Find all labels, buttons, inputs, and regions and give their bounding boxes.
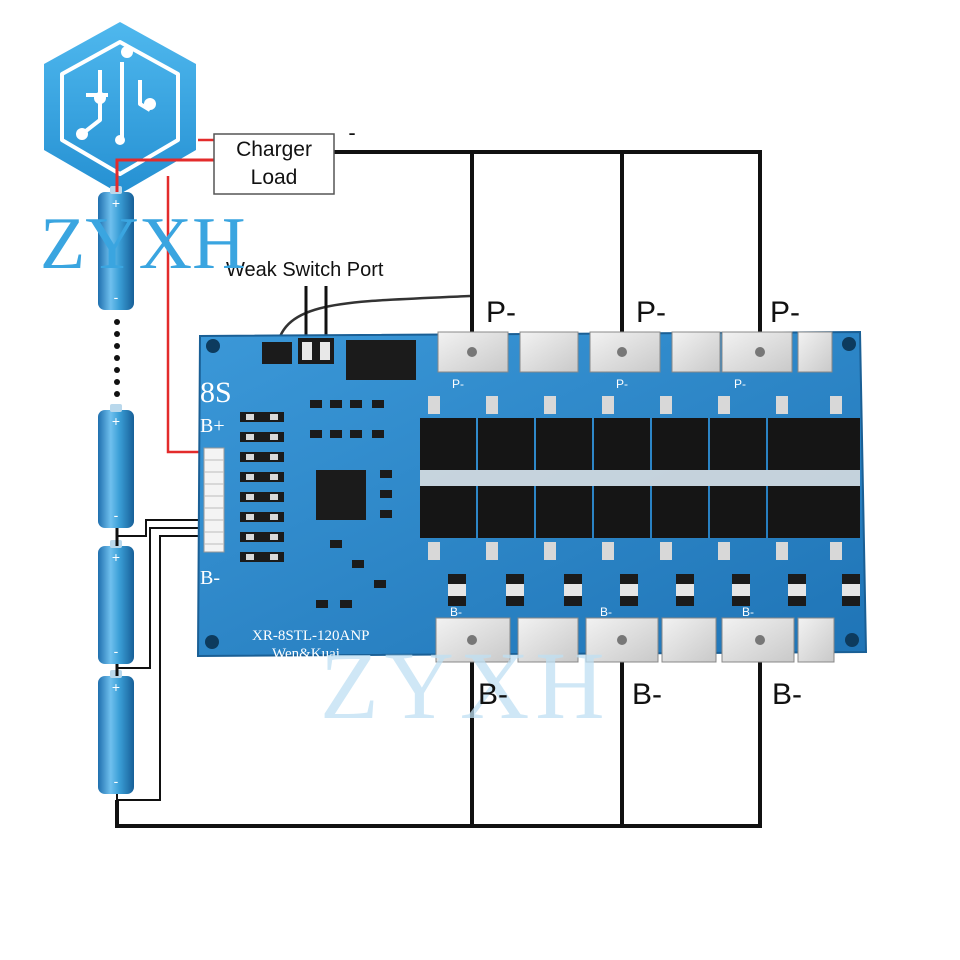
cell-count-label: 8S bbox=[200, 376, 232, 409]
pad-p-silk: P- bbox=[734, 377, 746, 391]
p-terminal-labels: P- P- P- bbox=[486, 296, 800, 329]
weak-switch-port-label: Weak Switch Port bbox=[226, 259, 384, 281]
charger-load-box: Charger Load - bbox=[213, 120, 356, 195]
b-plus-silk: B+ bbox=[200, 415, 225, 437]
battery-cell: + - bbox=[98, 540, 134, 664]
p-minus-pads bbox=[437, 331, 833, 373]
pad-b-silk: B- bbox=[742, 605, 754, 619]
balance-wire-bplus bbox=[166, 176, 210, 454]
b-minus-pads bbox=[435, 617, 835, 663]
pad-b-silk: B- bbox=[600, 605, 612, 619]
pad-p-silk: P- bbox=[452, 377, 464, 391]
charger-minus-label: - bbox=[348, 120, 355, 145]
pad-p-silk: P- bbox=[616, 377, 628, 391]
bms-board: 8S B+ B- XR-8STL-120ANP Wen&Kuai P- P- P… bbox=[196, 330, 868, 663]
svg-text:+: + bbox=[112, 413, 120, 429]
b-minus-bus bbox=[115, 640, 762, 828]
b-minus-label: B- bbox=[478, 678, 508, 711]
logo bbox=[44, 22, 196, 194]
svg-text:+: + bbox=[112, 679, 120, 695]
charger-label: Charger bbox=[236, 138, 312, 161]
b-minus-label: B- bbox=[772, 678, 802, 711]
maker-silk: Wen&Kuai bbox=[272, 646, 340, 662]
battery-cell: + - bbox=[98, 186, 134, 310]
positive-wire bbox=[115, 158, 214, 192]
p-minus-label: P- bbox=[770, 296, 800, 329]
p-minus-label: P- bbox=[486, 296, 516, 329]
battery-pack: + - + - + - + - bbox=[98, 186, 134, 794]
cell-minus-label: - bbox=[114, 289, 119, 305]
b-minus-silk: B- bbox=[200, 567, 220, 589]
p-minus-label: P- bbox=[636, 296, 666, 329]
svg-text:-: - bbox=[114, 507, 119, 523]
logo-text: ZYXH bbox=[40, 203, 246, 285]
battery-cell: + - bbox=[98, 404, 134, 528]
model-silk: XR-8STL-120ANP bbox=[252, 628, 370, 644]
battery-cell: + - bbox=[98, 670, 134, 794]
p-minus-bus bbox=[334, 150, 762, 352]
weak-switch-leads bbox=[304, 286, 328, 340]
svg-text:+: + bbox=[112, 549, 120, 565]
mosfet-array bbox=[420, 418, 860, 538]
svg-text:-: - bbox=[114, 643, 119, 659]
b-terminal-labels: B- B- B- bbox=[478, 678, 802, 711]
svg-text:-: - bbox=[114, 773, 119, 789]
pad-b-silk: B- bbox=[450, 605, 462, 619]
b-minus-label: B- bbox=[632, 678, 662, 711]
cell-ellipsis-dots bbox=[114, 319, 120, 397]
watermark-text: ZYXH bbox=[320, 632, 611, 739]
load-label: Load bbox=[251, 166, 298, 189]
cell-plus-label: + bbox=[112, 195, 120, 211]
